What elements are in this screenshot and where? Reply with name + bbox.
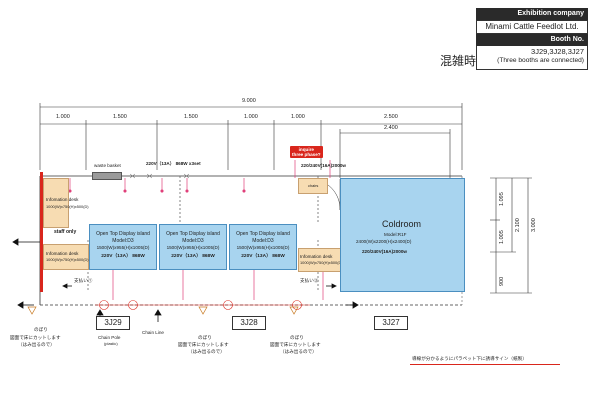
island-1-size: 1500(W)x955(H)x1005(D) (96, 245, 150, 250)
dimension-seg-3: 1.500 (184, 114, 198, 120)
dimension-right-mid: 2.100 (515, 218, 521, 232)
information-desk-right-title: Infomation desk (300, 254, 333, 259)
cut-note-1: 図面で床にカットします (10, 335, 61, 340)
chairs: chairs (298, 178, 328, 194)
hamidasu-note-1: （はみ出るので） (18, 342, 55, 347)
chairs-label: chairs (308, 183, 319, 188)
island-3-model: Model:D3 (252, 238, 274, 244)
chain-line (95, 300, 310, 310)
information-desk-bottom-size: 1000(W)x750(H)x500(D) (46, 257, 89, 262)
waste-basket-label: waste basket (94, 163, 121, 168)
display-island-2: Open Top Display island Model:D3 1500(W)… (159, 224, 227, 270)
island-2-model: Model:D3 (182, 238, 204, 244)
dimension-total: 9.000 (242, 98, 256, 104)
dimension-seg-6: 2.500 (384, 114, 398, 120)
power-3set-label: 220V（13A） 868W x3set (146, 161, 201, 166)
shiharai-left-label: 支払い① (74, 278, 93, 283)
status-label: 混雑時 (440, 54, 477, 68)
guide-sign-note: 導線が分かるようにパラペット下に誘導サイン（紙製） (412, 356, 527, 361)
dimension-right-2: 1.005 (499, 230, 505, 244)
cut-note-2: 図面で床にカットします (178, 342, 229, 347)
island-3-power: 220V（13A） 868W (241, 254, 285, 259)
coldroom-model: Model:R1F (384, 232, 407, 237)
nobori-label-2: のぼり (198, 335, 212, 340)
coldroom-size: 2400(W)x2200(H)x2400(D) (356, 239, 412, 244)
nobori-label-3: のぼり (290, 335, 304, 340)
coldroom-title: Coldroom (382, 219, 422, 229)
display-island-3: Open Top Display island Model:D3 1500(W)… (229, 224, 297, 270)
information-desk-right (298, 248, 342, 272)
chain-pole-label: Chain Pole (98, 335, 121, 340)
information-desk-right-size: 1000(W)x750(H)x500(D) (300, 260, 343, 265)
information-desk-bottom-title: Infomation desk (46, 251, 79, 256)
dimension-right-total: 3.000 (531, 218, 537, 232)
booth-tag-3j29: 3J29 (96, 316, 130, 330)
coldroom (340, 178, 465, 292)
company-name: Minami Cattle Feedlot Ltd. (476, 20, 588, 34)
cut-note-3: 図面で床にカットします (270, 342, 321, 347)
power-markers (68, 160, 331, 300)
shiharai-right-label: 支払い② (300, 278, 319, 283)
island-2-size: 1500(W)x955(H)x1005(D) (166, 245, 220, 250)
information-desk-bottom (43, 244, 89, 270)
staff-only-label: staff only (54, 229, 77, 235)
dimension-seg-5: 1.000 (291, 114, 305, 120)
display-island-1: Open Top Display island Model:D3 1500(W)… (89, 224, 157, 270)
power-cold-label: 220/240V(16A)2000w (301, 163, 346, 168)
guide-sign-underline (410, 364, 560, 365)
island-1-power: 220V（13A） 868W (101, 254, 145, 259)
information-desk-top-title: Infomation desk (46, 197, 79, 202)
information-desk-top (43, 178, 69, 228)
flow-arrows (12, 238, 359, 322)
booth-no-header: Booth No. (476, 34, 588, 46)
island-2-power: 220V（13A） 868W (171, 254, 215, 259)
hamidasu-note-2: （はみ出るので） (188, 349, 225, 354)
booth-connected-note: (Three booths are connected) (497, 57, 584, 64)
island-1-name: Open Top Display island (96, 231, 150, 237)
booth-numbers-box: 3J29,3J28,3J27 (Three booths are connect… (476, 46, 588, 70)
island-3-name: Open Top Display island (236, 231, 290, 237)
nobori-markers (27, 306, 299, 315)
information-desk-top-size: 1000(W)x750(H)x500(D) (46, 204, 89, 209)
inquire-three-phase-tag: inquire three phase? (290, 146, 323, 158)
dimension-coldroom: 2.400 (384, 125, 398, 131)
dimension-seg-1: 1.000 (56, 114, 70, 120)
dimension-lines (39, 103, 532, 294)
island-1-model: Model:D3 (112, 238, 134, 244)
dimension-seg-2: 1.500 (113, 114, 127, 120)
three-phase-label: three phase? (292, 152, 321, 157)
chain-line-label: Chain Line (142, 330, 164, 335)
dimension-right-1: 1.095 (499, 192, 505, 206)
coldroom-power: 220/240V(16A)2000w (362, 249, 407, 254)
booth-tag-3j27: 3J27 (374, 316, 408, 330)
dimension-right-3: 900 (499, 276, 505, 286)
chain-pole-material: (plastic) (104, 341, 118, 346)
exhibition-company-header: Exhibition company (476, 8, 588, 20)
booth-numbers: 3J29,3J28,3J27 (531, 47, 584, 56)
nobori-label-1: のぼり (34, 327, 48, 332)
booth-tag-3j28: 3J28 (232, 316, 266, 330)
hamidasu-note-3: （はみ出るので） (280, 349, 317, 354)
waste-basket (92, 172, 122, 180)
island-2-name: Open Top Display island (166, 231, 220, 237)
island-3-size: 1500(W)x955(H)x1005(D) (236, 245, 290, 250)
inquire-label: inquire (298, 147, 314, 152)
dimension-seg-4: 1.000 (244, 114, 258, 120)
table-markers (129, 173, 190, 179)
